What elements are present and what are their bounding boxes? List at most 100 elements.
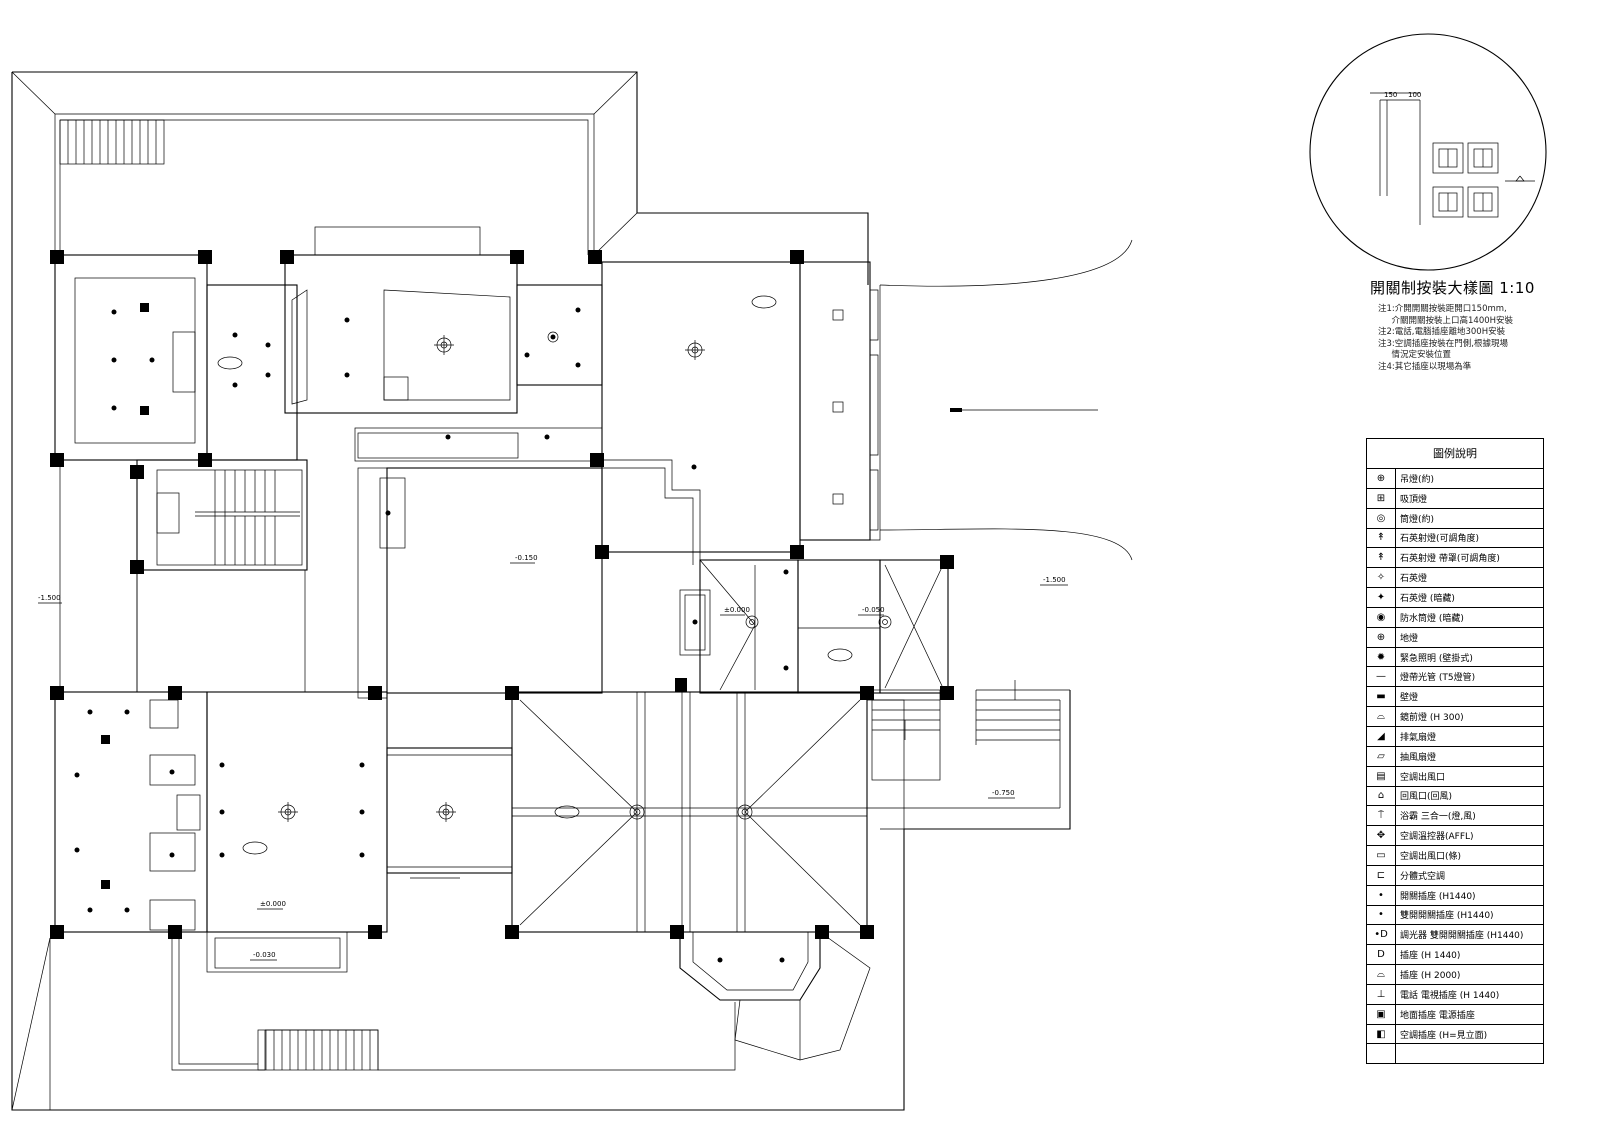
switch-double-icon: • [1367, 905, 1396, 925]
downlight-icon: ◎ [1367, 508, 1396, 528]
heater-icon: ⍑ [1367, 806, 1396, 826]
stair-bottom [257, 1029, 379, 1071]
pendant-lamp-icon [436, 802, 456, 822]
ceiling-lamp-icon: ⊞ [1367, 488, 1396, 508]
level-c: ±0.000 [724, 606, 750, 614]
fan-coil-icon [101, 303, 149, 889]
legend-row: ▣ 地面插座 電源插座 [1367, 1004, 1543, 1025]
legend-label: 電話 電視插座 (H 1440) [1400, 990, 1500, 1001]
legend-row [1367, 1044, 1543, 1064]
legend-row: •D 調光器 雙開開關插座 (H1440) [1367, 925, 1543, 946]
legend-label: 空調出風口(條) [1400, 851, 1462, 862]
legend-row: — 燈帶光管 (T5燈管) [1367, 667, 1543, 688]
tel-socket-icon: ⊥ [1367, 984, 1396, 1004]
emergency-lamp-icon: ✹ [1367, 647, 1396, 667]
notes-block: 注1:介開開關按裝距開口150mm, 介關開關按裝上口高1400H安裝注2:電話… [1378, 304, 1578, 373]
legend-label: 防水筒燈 (暗藏) [1400, 613, 1464, 624]
spotlight-dim-icon: ↟ [1367, 548, 1396, 568]
box-socket-icon: ▣ [1367, 1004, 1396, 1024]
legend-row: • 開關插座 (H1440) [1367, 885, 1543, 906]
legend-row: ⍑ 浴霸 三合一(燈,風) [1367, 806, 1543, 827]
detail-title: 開關制按裝大樣圖 1:10 [1370, 279, 1535, 297]
legend-label: 排氣扇燈 [1400, 732, 1437, 743]
note-line: 注4:其它插座以現場為準 [1378, 361, 1472, 372]
ac-panel-icon: ◧ [1367, 1024, 1396, 1044]
structural-columns [50, 250, 954, 939]
switch-detail-circle: 150 100 [1309, 33, 1547, 271]
legend-label: 調光器 雙開開關插座 (H1440) [1400, 931, 1524, 942]
legend-row: ▭ 空調出風口(條) [1367, 846, 1543, 866]
note-line: 注3:空調插座按裝在門側,根據現場 [1378, 338, 1508, 349]
legend-label: 插座 (H 1440) [1400, 951, 1461, 962]
level-b: -0.150 [515, 554, 538, 562]
level-f: -0.750 [992, 789, 1015, 797]
outer-boundary [11, 71, 1071, 1111]
legend-row: • 雙開開關插座 (H1440) [1367, 905, 1543, 926]
pendant-lamp-icon [278, 802, 298, 822]
legend-label: 地燈 [1400, 633, 1419, 644]
legend-row: ✥ 空調溫控器(AFFL) [1367, 826, 1543, 847]
detail-dim-left: 150 [1384, 91, 1397, 99]
legend-label: 空調出風口 [1400, 772, 1446, 783]
note-line: 注1:介開開關按裝距開口150mm, [1378, 304, 1507, 314]
light-strip-icon: — [1367, 667, 1396, 687]
legend-label: 石英燈 (暗藏) [1400, 593, 1455, 604]
legend-row: ◎筒燈(約) [1367, 508, 1543, 529]
legend-row: D 插座 (H 1440) [1367, 945, 1543, 966]
legend-table: 圖例說明 ⊕吊燈(約)⊞ 吸頂燈 ◎筒燈(約)↟石英射燈(可調角度)↟ 石英射燈 帶罩… [1366, 438, 1544, 1065]
detail-dim-right: 100 [1408, 91, 1421, 99]
legend-label: 燈帶光管 (T5燈管) [1400, 673, 1476, 684]
legend-label: 吸頂燈 [1400, 494, 1428, 505]
legend-row: ⊕地燈 [1367, 627, 1543, 648]
level-d: -0.050 [862, 606, 885, 614]
socket-d-icon: D [1367, 945, 1396, 965]
legend-label: 分體式空調 [1400, 871, 1446, 882]
legend-label: 空調插座 (H=見立面) [1400, 1030, 1488, 1041]
blank-icon [1367, 1044, 1396, 1064]
note-line: 情況定安裝位置 [1378, 350, 1452, 360]
legend-row: ↟石英射燈(可調角度) [1367, 528, 1543, 549]
legend-row: ⌓鏡前燈 (H 300) [1367, 707, 1543, 727]
quartz-lamp-icon: ✧ [1367, 568, 1396, 588]
lamp-symbols [74, 295, 892, 963]
level-markers: -1.500 -0.150 ±0.000 -0.050 -1.500 -0.75… [38, 554, 1068, 961]
downlight-icon [547, 331, 559, 343]
legend-row: ⊏分體式空調 [1367, 865, 1543, 886]
pendant-lamp-icon [737, 804, 753, 820]
legend-label: 浴霸 三合一(燈,風) [1400, 812, 1476, 823]
note-line: 注2:電話,電腦插座離地300H安裝 [1378, 327, 1506, 337]
note-line: 介關開關按裝上口高1400H安裝 [1378, 315, 1514, 326]
mirror-lamp-icon: ⌓ [1367, 707, 1396, 726]
legend-label: 雙開開關插座 (H1440) [1400, 911, 1494, 922]
light-strip-ovals [217, 295, 853, 855]
quartz-lamp-fixed-icon: ✦ [1367, 588, 1396, 607]
smoke-detector-icon: ✥ [1367, 826, 1396, 846]
socket-h-icon: ⌓ [1367, 965, 1396, 984]
waterproof-lamp-icon: ◉ [1367, 607, 1396, 627]
pendant-lamp-icon [878, 615, 892, 629]
switch-single-icon: • [1367, 885, 1396, 905]
legend-label: 空調溫控器(AFFL) [1400, 832, 1474, 843]
stair-top [59, 119, 165, 165]
legend-label: 地面插座 電源插座 [1400, 1010, 1475, 1021]
legend-row: ▱抽風扇燈 [1367, 746, 1543, 767]
legend-title: 圖例說明 [1367, 439, 1543, 469]
pendant-lamp-icon [629, 804, 645, 820]
legend-row: ✹緊急照明 (壁掛式) [1367, 647, 1543, 668]
legend-row: ◉ 防水筒燈 (暗藏) [1367, 607, 1543, 628]
exhaust-icon: ▱ [1367, 746, 1396, 766]
vent-fan-icon: ◢ [1367, 726, 1396, 746]
legend-row: ⌂回風口(回風) [1367, 786, 1543, 807]
legend-row: ⊕吊燈(約) [1367, 469, 1543, 489]
switch-dimmer-icon: •D [1367, 925, 1396, 945]
ceiling-lamp-icon [832, 309, 844, 505]
level-a: -1.500 [38, 594, 61, 602]
stair-right [871, 680, 1070, 781]
legend-label: 開關插座 (H1440) [1400, 891, 1476, 902]
legend-label: 插座 (H 2000) [1400, 971, 1461, 982]
legend-row: ▬壁燈 [1367, 687, 1543, 708]
legend-label: 壁燈 [1400, 693, 1419, 704]
legend-label: 石英射燈 帶罩(可調角度) [1400, 554, 1500, 565]
fan-coil-icon: ▤ [1367, 766, 1396, 786]
ac-vent-icon: ▭ [1367, 846, 1396, 865]
